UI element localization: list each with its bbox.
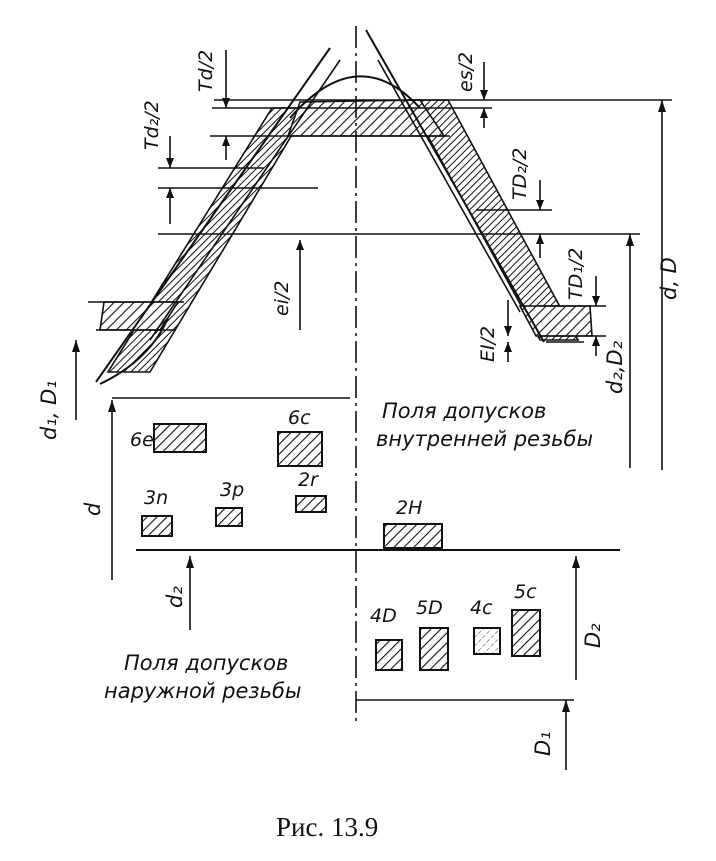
figure-caption: Рис. 13.9 (276, 812, 378, 842)
label-d1-D1: d₁, D₁ (37, 380, 61, 440)
left-outer-flank (95, 47, 331, 383)
field-box-5c (511, 609, 541, 657)
field-box-6c (277, 431, 323, 467)
field-label-4D: 4D (370, 605, 397, 627)
field-label-5D: 5D (416, 597, 443, 619)
external-title-line2: наружной резьбы (104, 679, 302, 703)
external-tolerance-fields: 6e 6c 3n 3p 2r (130, 407, 327, 537)
crest-tolerance-zone (286, 99, 446, 137)
label-TD1-half: TD₁/2 (565, 248, 587, 300)
field-label-6e: 6e (130, 429, 154, 451)
left-root-curve (99, 317, 169, 385)
left-inner-flank (149, 59, 341, 341)
field-label-3n: 3n (144, 487, 168, 509)
left-flank-tolerance-zone (106, 107, 310, 373)
field-box-6e (153, 423, 207, 453)
field-label-2r: 2r (298, 469, 319, 491)
field-box-3p (215, 507, 243, 527)
label-ei-half: ei/2 (271, 281, 293, 316)
label-TD2-half: TD₂/2 (509, 148, 531, 200)
field-box-4D (375, 639, 403, 671)
external-title-line1: Поля допусков (124, 651, 288, 675)
label-es-half: es/2 (455, 52, 477, 92)
root-tolerance-zone-right (518, 305, 593, 337)
label-Td2-half: Td₂/2 (141, 100, 163, 150)
label-d: d (81, 502, 105, 516)
label-D1: D₁ (531, 731, 555, 756)
label-d-D: d, D (657, 257, 681, 300)
field-box-2r (295, 495, 327, 513)
label-Td-half: Td/2 (195, 50, 217, 92)
field-box-3n (141, 515, 173, 537)
label-d2-D2: d₂,D₂ (603, 340, 627, 394)
field-label-4c: 4c (470, 597, 493, 619)
label-D2: D₂ (581, 623, 605, 648)
dimension-arrows (72, 50, 666, 770)
right-outer-flank (365, 29, 545, 343)
field-label-5c: 5c (514, 581, 537, 603)
field-label-6c: 6c (288, 407, 311, 429)
field-label-3p: 3p (220, 479, 244, 501)
field-box-2H (383, 523, 443, 549)
internal-title-line1: Поля допусков (382, 399, 546, 423)
field-label-2H: 2H (396, 497, 422, 519)
label-d2: d₂ (163, 586, 187, 608)
thread-profile (88, 26, 672, 722)
field-box-4c (473, 627, 501, 655)
field-box-5D (419, 627, 449, 671)
label-EI-half: EI/2 (477, 326, 499, 362)
right-inner-flank (377, 59, 521, 313)
internal-tolerance-fields: 2H 4D 5D 4c 5c (370, 497, 541, 671)
internal-title-line2: внутренней резьбы (376, 427, 593, 451)
